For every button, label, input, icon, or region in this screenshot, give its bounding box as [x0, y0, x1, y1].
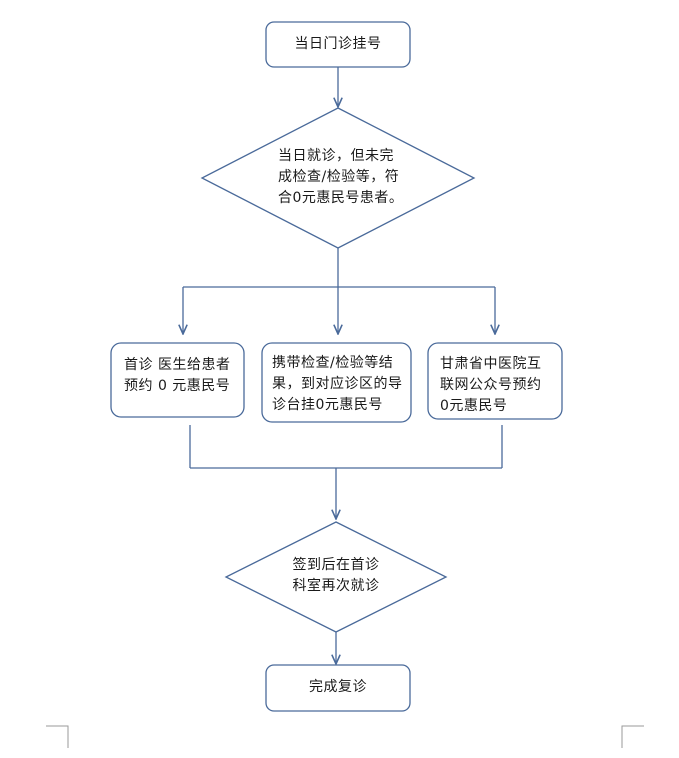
option-left-label: 首诊 医生给患者 预约 0 元惠民号: [124, 357, 231, 394]
corner-mark-right: [621, 725, 644, 748]
start-label: 当日门诊挂号: [294, 36, 382, 52]
end-box: [265, 664, 411, 712]
option-middle-box: [261, 342, 412, 423]
option-middle-label: 携带检查/检验等结 果，到对应诊区的导 诊台挂0元惠民号: [272, 355, 403, 413]
decision-label: 当日就诊，但未完 成检查/检验等，符 合0元惠民号患者。: [278, 148, 404, 206]
option-right-box: [427, 342, 563, 420]
checkin-label: 签到后在首诊 科室再次就诊: [292, 557, 380, 594]
option-left-box: [110, 342, 245, 418]
end-label: 完成复诊: [309, 679, 367, 695]
option-right-label: 甘肃省中医院互 联网公众号预约 0元惠民号: [440, 356, 542, 414]
corner-mark-left: [46, 725, 69, 748]
